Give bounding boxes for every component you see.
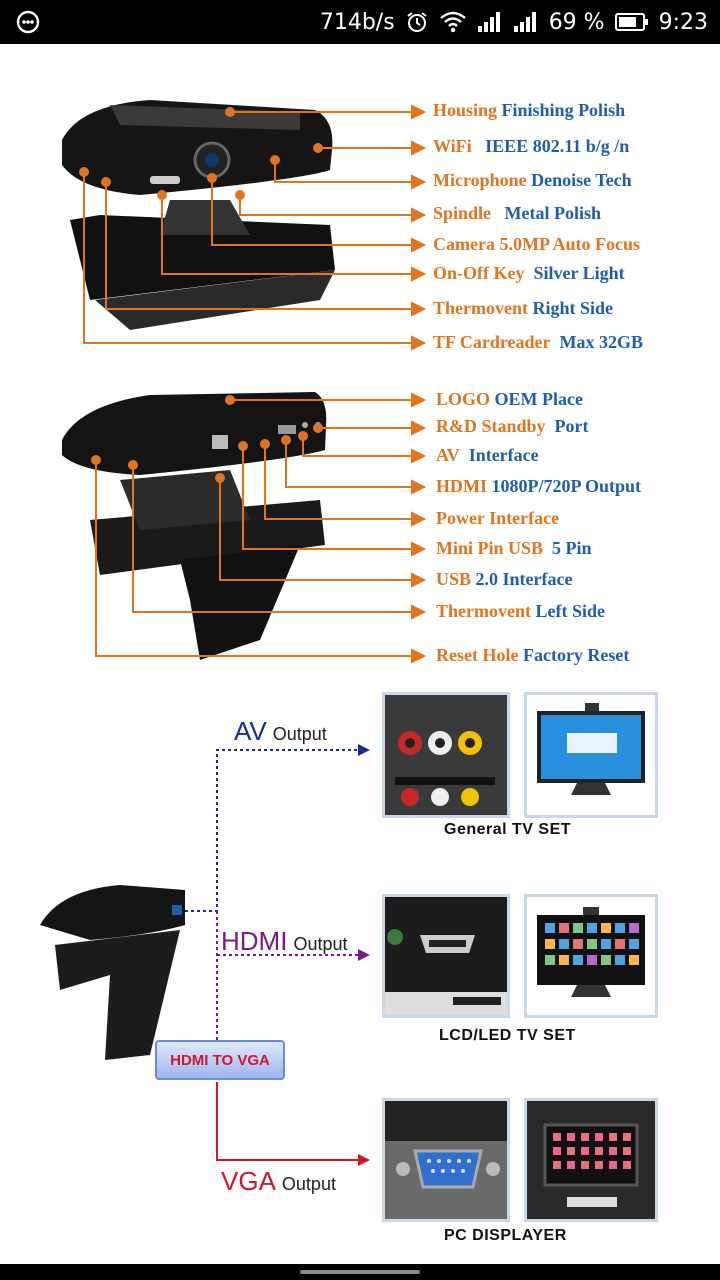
battery-icon [614, 13, 648, 31]
pc-display-caption: PC DISPLAYER [444, 1227, 567, 1244]
callout-usb: USB 2.0 Interface [436, 569, 573, 589]
callout-standby-port: R&D Standby Port [436, 416, 589, 436]
clock: 9:23 [658, 9, 708, 35]
device-front-view [62, 100, 335, 330]
av-port-photo [382, 692, 510, 818]
vga-port-photo [382, 1098, 510, 1222]
status-bar: 714b/s 69 % 9:23 [0, 0, 720, 44]
callout-logo: LOGO OEM Place [436, 389, 583, 409]
callout-tf-cardreader: TF Cardreader Max 32GB [433, 332, 643, 352]
callout-mini-usb: Mini Pin USB 5 Pin [436, 538, 592, 558]
callout-power-interface: Power Interface [436, 508, 560, 528]
callout-hdmi: HDMI 1080P/720P Output [436, 476, 642, 496]
device-illustrations [40, 100, 427, 1166]
hdmi-port-photo [382, 894, 510, 1018]
gesture-handle[interactable] [300, 1270, 420, 1274]
callout-microphone: Microphone Denoise Tech [433, 170, 632, 190]
callout-av-interface: AV Interface [436, 445, 539, 465]
battery-percent: 69 % [548, 9, 605, 35]
callout-housing: Housing Finishing Polish [433, 100, 626, 120]
signal-icon [477, 12, 500, 32]
callout-wifi: WiFi IEEE 802.11 b/g /n [433, 136, 630, 156]
device-back-view [62, 392, 327, 660]
bottom-gesture-bar [0, 1264, 720, 1280]
alarm-icon [407, 12, 427, 32]
callout-thermovent-left: Thermovent Left Side [436, 601, 605, 621]
callout-camera: Camera 5.0MP Auto Focus [433, 234, 640, 254]
back-leader-lines [91, 392, 427, 664]
general-tv-caption: General TV SET [444, 821, 572, 838]
device-small-view [40, 885, 185, 1060]
network-speed: 714b/s [319, 9, 395, 35]
callout-spindle: Spindle Metal Polish [433, 203, 602, 223]
signal-icon-2 [513, 12, 536, 32]
pc-display-photo [524, 1098, 658, 1222]
lcd-tv-caption: LCD/LED TV SET [439, 1027, 576, 1044]
hdmi-to-vga-label: HDMI TO VGA [155, 1040, 285, 1080]
callout-on-off-key: On-Off Key Silver Light [433, 263, 625, 283]
notification-icon [16, 10, 40, 34]
product-diagram-image: Housing Finishing Polish WiFi IEEE 802.1… [0, 44, 720, 1264]
wifi-icon [439, 11, 466, 33]
lcd-tv-photo [524, 894, 658, 1018]
general-tv-photo [524, 692, 658, 818]
callout-thermovent-right: Thermovent Right Side [433, 298, 614, 318]
front-leader-lines [79, 104, 427, 351]
callout-reset-hole: Reset Hole Factory Reset [436, 645, 630, 665]
output-connector-lines [185, 749, 362, 1161]
